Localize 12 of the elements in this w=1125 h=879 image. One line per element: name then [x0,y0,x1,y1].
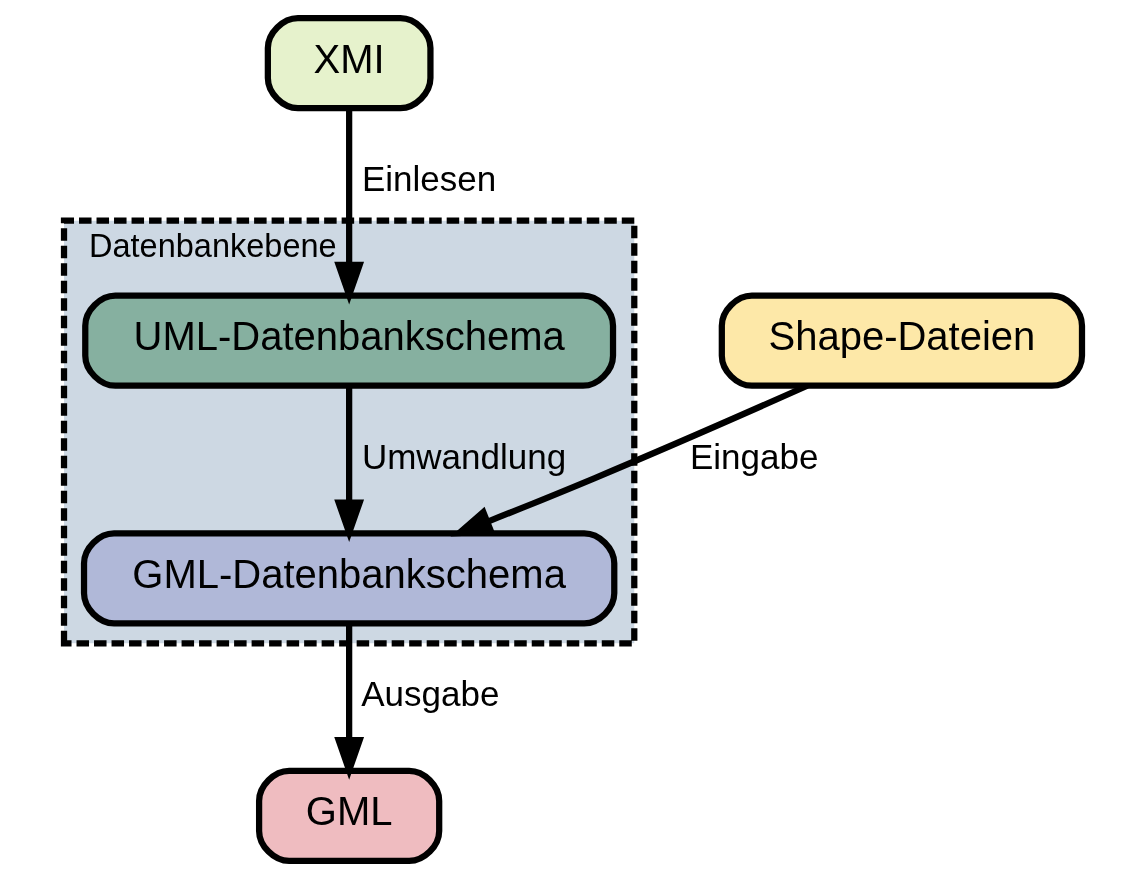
node-box: UML-Datenbankschema [81,292,616,389]
edge-label: Eingabe [689,436,818,476]
node-box: GML-Datenbankschema [80,530,617,627]
arrow [333,623,364,780]
edge-label: Einlesen [361,159,496,199]
node-box: XMI [264,14,434,112]
node-box: Shape-Dateien [718,292,1085,389]
edge-label: Umwandlung [361,436,566,476]
arrow [333,108,364,305]
arrow [333,385,364,543]
node-box: GML [255,767,442,865]
edge-label: Ausgabe [360,674,499,714]
